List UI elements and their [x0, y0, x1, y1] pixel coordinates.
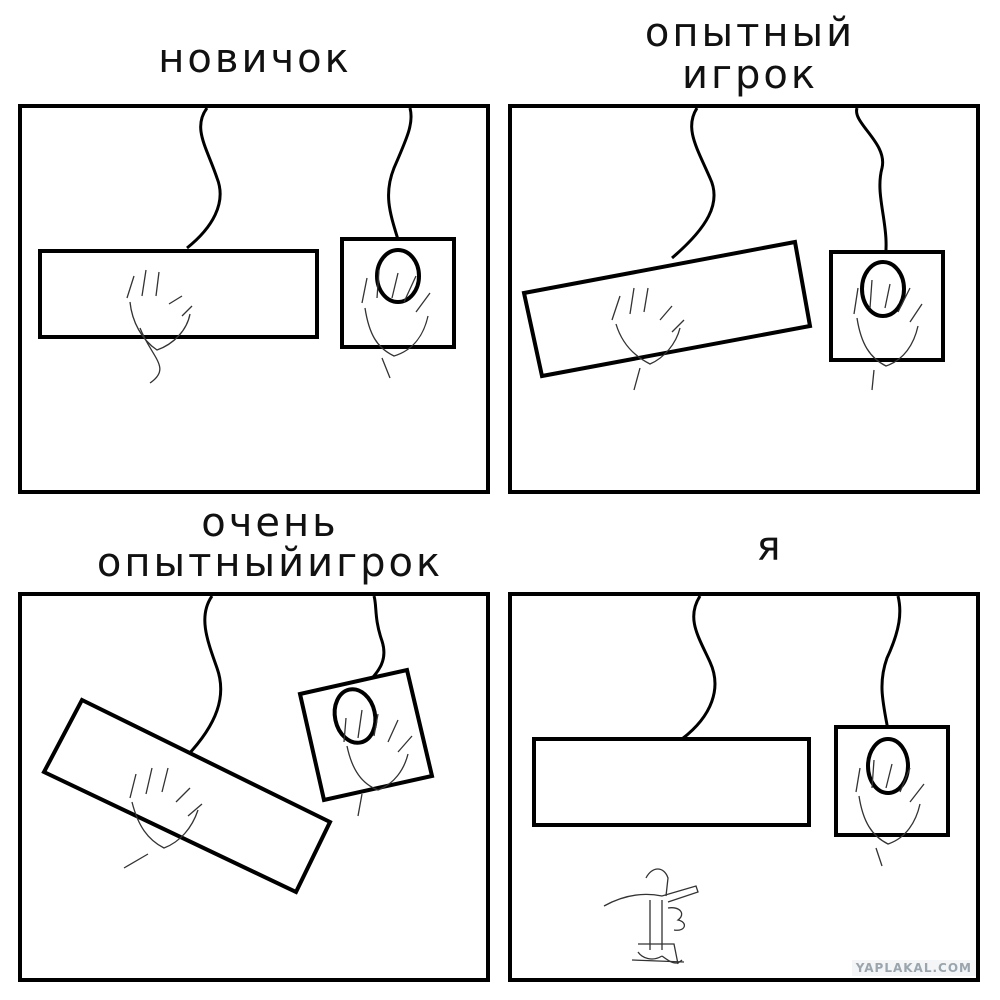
- mouse: [375, 248, 421, 304]
- hand-sketch-right: [853, 279, 923, 391]
- hand-sketch-right: [343, 709, 413, 817]
- keyboard-tilted: [41, 697, 333, 895]
- mouse-cable: [855, 108, 888, 267]
- caption-experienced-line1: опытный: [644, 10, 856, 56]
- hand-sketch-left: [126, 269, 193, 384]
- keyboard-cable: [185, 596, 223, 758]
- caption-very-experienced-line2: опытныйигрок: [96, 540, 444, 586]
- comic-panel-very-experienced: [18, 592, 490, 982]
- keyboard: [38, 249, 319, 339]
- caption-experienced-line2: игрок: [681, 52, 819, 98]
- keyboard-cable: [186, 108, 222, 250]
- mouse: [866, 737, 910, 795]
- watermark: YAPLAKAL.COM: [851, 960, 976, 976]
- keyboard-cable: [681, 596, 717, 741]
- mouse-cable: [387, 108, 413, 254]
- caption-me: я: [756, 524, 784, 570]
- panel-novice-drawing: [38, 108, 456, 384]
- panel-experienced-drawing: [521, 108, 945, 391]
- comic-panel-me: [508, 592, 980, 982]
- mousepad: [829, 250, 945, 362]
- mouse: [860, 260, 906, 318]
- keyboard-cable: [671, 108, 716, 260]
- hand-sketch-right: [855, 759, 925, 867]
- caption-very-experienced-line1: очень: [201, 500, 339, 546]
- mouse: [332, 687, 378, 745]
- keyboard-tilted: [521, 239, 813, 379]
- mousepad-tilted: [297, 667, 435, 803]
- mouse-cable: [880, 596, 902, 742]
- hand-sketch-left: [123, 767, 203, 869]
- mousepad: [340, 237, 456, 349]
- keyboard: [532, 737, 811, 827]
- mousepad: [834, 725, 950, 837]
- panel-me-drawing: [532, 596, 950, 965]
- hand-sketch-left: [611, 287, 685, 391]
- caption-novice: новичок: [158, 36, 352, 82]
- comic-panel-novice: [18, 104, 490, 494]
- hand-sketch-bottom: [603, 868, 699, 965]
- comic-panel-experienced: [508, 104, 980, 494]
- panel-very-experienced-drawing: [41, 596, 435, 895]
- hand-sketch-right: [361, 269, 431, 379]
